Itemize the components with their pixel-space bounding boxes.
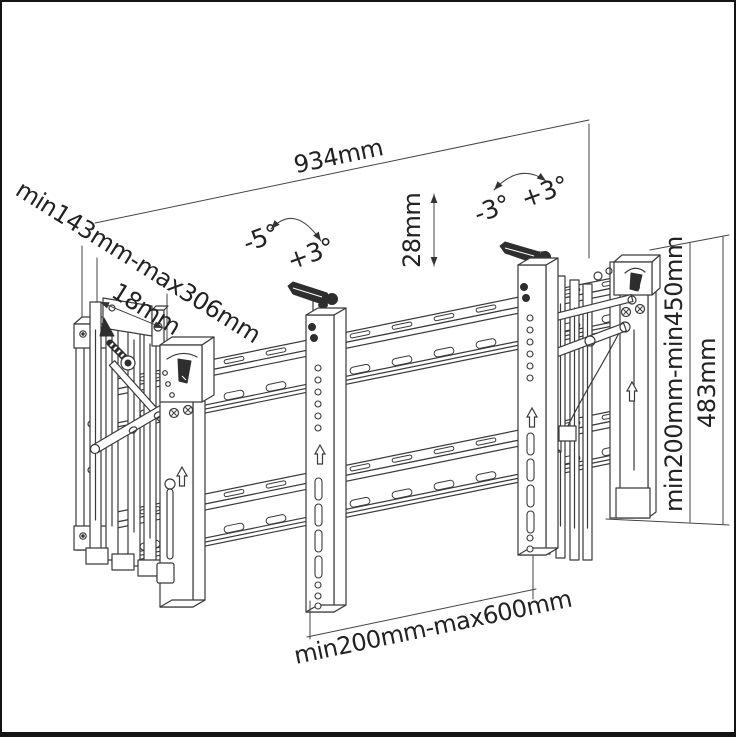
up-arrow-icon <box>525 406 539 428</box>
arrowhead-icon <box>494 181 503 190</box>
up-arrow-icon <box>313 443 327 465</box>
dim-height-adjustment-label: 28mm <box>398 193 426 268</box>
dimension-arrowheads <box>100 172 546 328</box>
arrowhead-icon <box>430 194 438 203</box>
up-arrow-icon <box>625 380 639 402</box>
lock-tab <box>156 562 175 584</box>
dim-bracket-height-label: 483mm <box>693 338 721 428</box>
arrowhead-icon <box>536 172 546 181</box>
tv-bracket-right <box>499 241 559 556</box>
bracket-details <box>168 303 646 610</box>
dim-vesa-height-label: min200mm-min450mm <box>660 236 688 512</box>
arrowhead-icon <box>100 302 110 309</box>
dim-height-adjustment: 28mm <box>398 193 435 268</box>
arrowhead-icon <box>430 257 438 266</box>
arrowhead-icon <box>153 321 163 328</box>
arrowhead-icon <box>313 231 321 241</box>
arrowhead-icon <box>271 220 280 229</box>
gas-wire-right <box>567 330 621 427</box>
dim-right-side: min200mm-min450mm 483mm <box>605 234 730 526</box>
up-arrow-icon <box>175 465 189 487</box>
